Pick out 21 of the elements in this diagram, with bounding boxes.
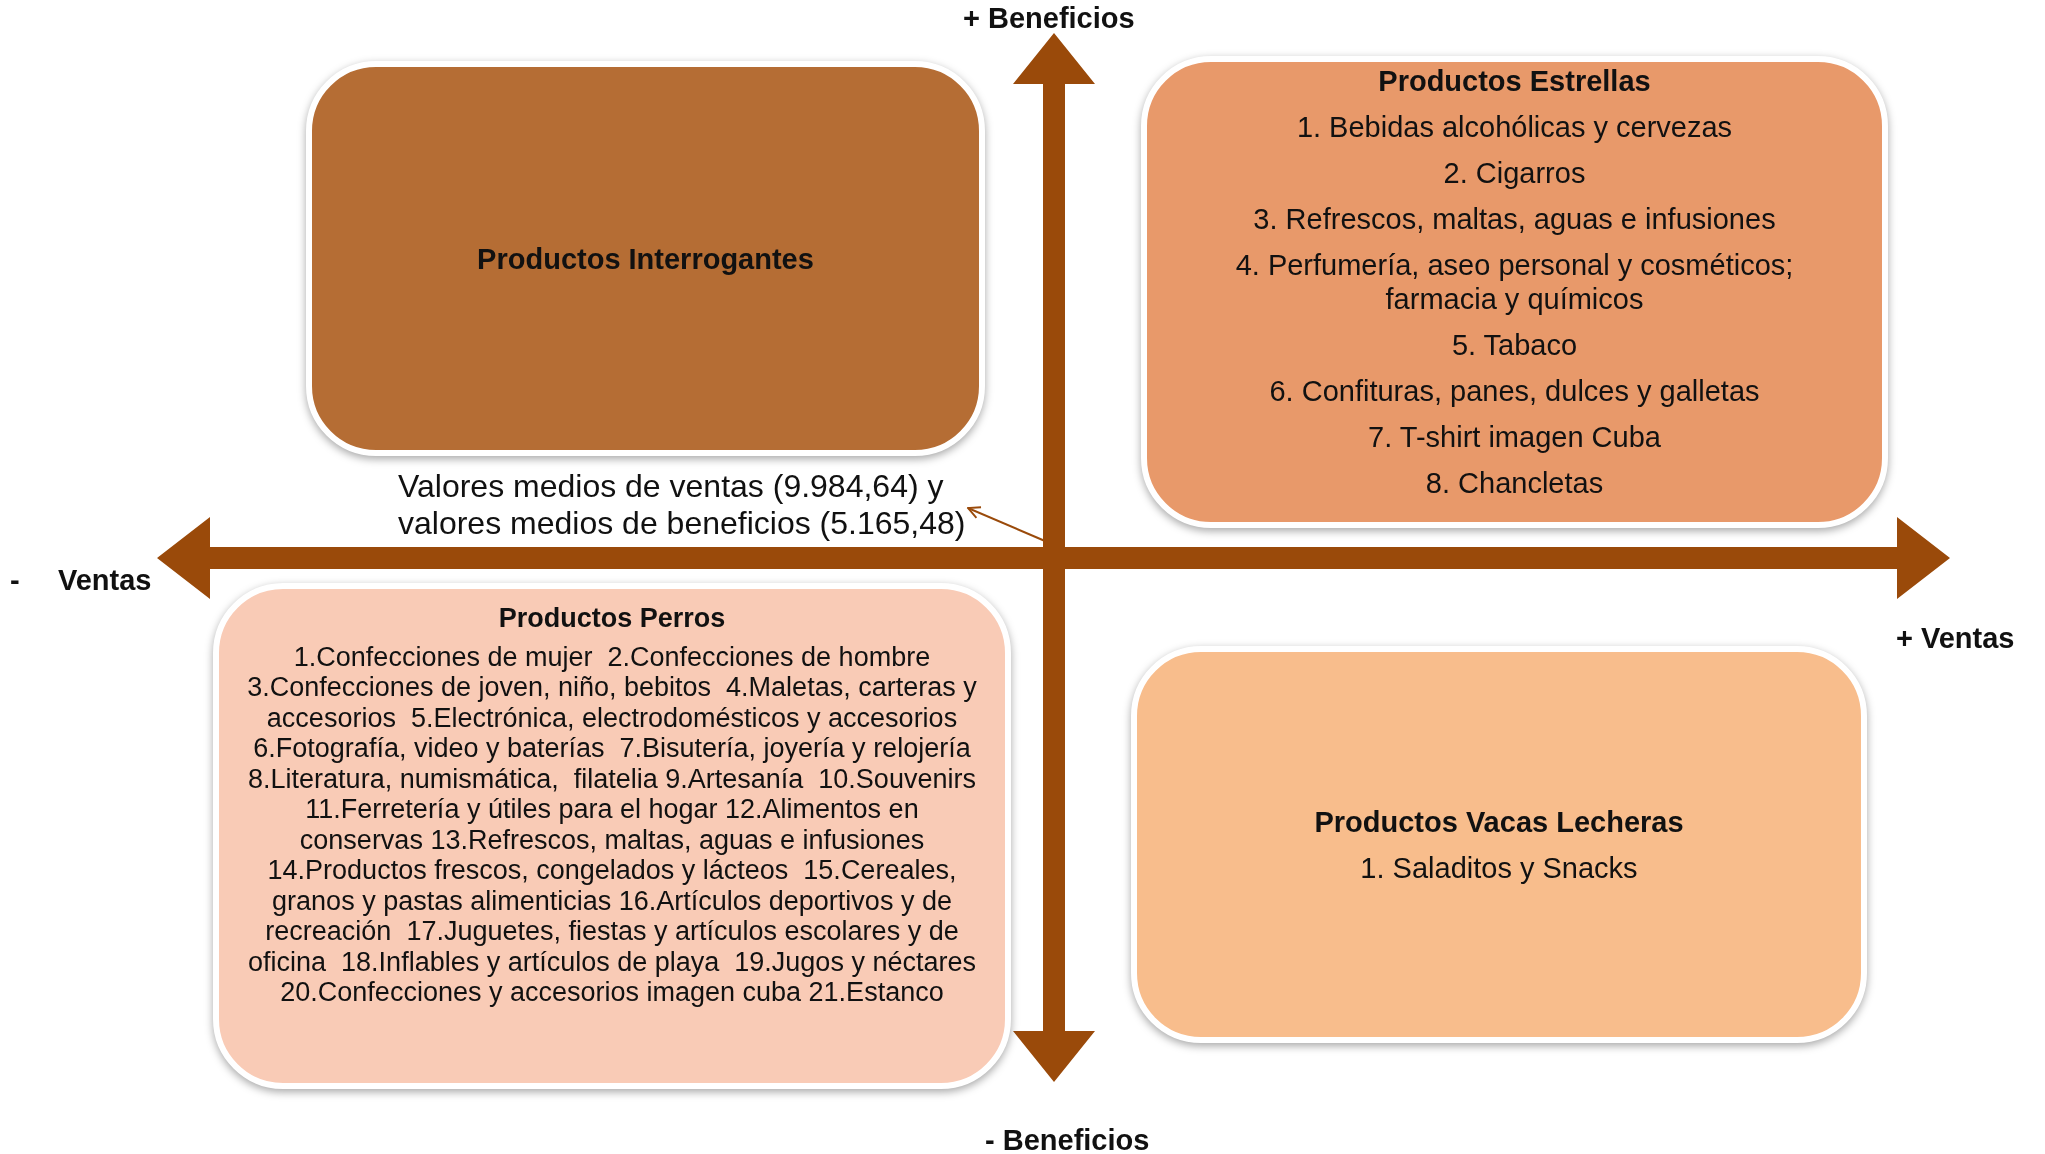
list-item: 1. Bebidas alcohólicas y cervezas xyxy=(1296,110,1733,144)
list-item: 1. Saladitos y Snacks xyxy=(1360,850,1638,885)
list-item: 7. T-shirt imagen Cuba xyxy=(1368,420,1661,454)
axis-label: Ventas xyxy=(58,564,152,597)
leader-arrow xyxy=(967,506,1046,542)
axis-label: + Ventas xyxy=(1896,622,2015,655)
note-text: Valores medios de ventas (9.984,64) y valores medios de beneficios (5.165,48) xyxy=(398,468,967,542)
quadrant-heading: Productos Vacas Lecheras xyxy=(1314,804,1684,839)
quadrant-heading: Productos Perros xyxy=(498,603,726,634)
list-item: 5. Tabaco xyxy=(1451,328,1578,362)
axis-label: - xyxy=(10,564,20,597)
list-item: 3. Refrescos, maltas, aguas e infusiones xyxy=(1253,202,1776,236)
list-item: 2. Cigarros xyxy=(1443,156,1586,190)
list-item: 8. Chancletas xyxy=(1425,466,1604,500)
list-item: 4. Perfumería, aseo personal y cosméticos; farmacia y químicos xyxy=(1234,248,1795,316)
quadrant-heading: Productos Estrellas xyxy=(1378,64,1651,98)
axis-label: - Beneficios xyxy=(985,1124,1150,1154)
quadrant-heading: Productos Interrogantes xyxy=(477,241,814,276)
item-list: 1.Confecciones de mujer 2.Confecciones de hombre 3.Confecciones de joven, niño, bebitos 4.Maletas, carteras y accesorios 5.Electrónica, electrodomésticos y accesorios 6.Fotografía, video y baterías 7.Bisutería, joyería y relojería 8.Literatura, numismática, filatelia 9.Artesanía 10.Souvenirs 11.Ferretería y útiles para el hogar 12.Alimentos en conservas 13.Refrescos, maltas, aguas e infusiones 14.Productos frescos, congelados y lácteos 15.Cereales, granos y pastas alimenticias 16.Artículos deportivos y de recreación 17.Juguetes, fiestas y artículos escolares y de oficina 18.Inflables y artículos de playa 19.Jugos y néctares 20.Confecciones y accesorios imagen cuba 21.Estanco xyxy=(242,641,982,1008)
axis-label: + Beneficios xyxy=(963,2,1135,35)
list-item: 6. Confituras, panes, dulces y galletas xyxy=(1269,374,1760,408)
